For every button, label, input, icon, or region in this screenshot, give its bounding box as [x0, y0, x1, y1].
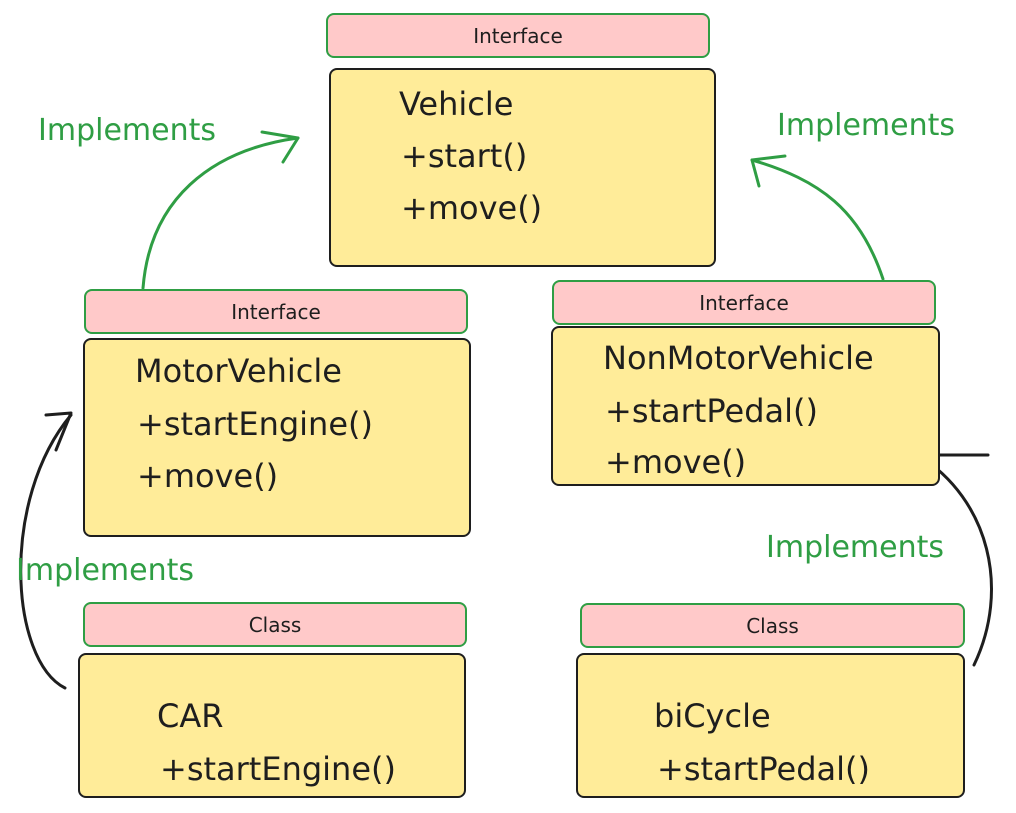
- node-name: Vehicle: [399, 85, 514, 123]
- method: +startPedal(): [657, 750, 870, 788]
- node-name: MotorVehicle: [135, 352, 342, 390]
- method: +move(): [605, 443, 747, 481]
- method: +start(): [401, 137, 528, 175]
- arrow-nonmotorvehicle-to-vehicle: [750, 158, 885, 281]
- vehicle-stereotype-header: Interface: [326, 13, 710, 58]
- edge-label-implements: Implements: [16, 553, 194, 588]
- bicycle-stereotype-header: Class: [580, 603, 965, 648]
- node-name: biCycle: [654, 697, 771, 735]
- bicycle-class-box: biCycle +startPedal(): [576, 653, 965, 798]
- arrowhead-car-to-motorvehicle: [44, 411, 73, 452]
- arrowhead-motorvehicle-to-vehicle: [260, 130, 300, 164]
- node-name: NonMotorVehicle: [603, 339, 874, 377]
- vehicle-interface-box: Vehicle +start() +move(): [329, 68, 716, 267]
- motorvehicle-stereotype-header: Interface: [84, 289, 468, 334]
- node-name: CAR: [157, 697, 224, 735]
- edge-label-implements: Implements: [777, 108, 955, 143]
- stereotype-label: Interface: [699, 290, 789, 315]
- stereotype-label: Class: [746, 613, 799, 638]
- stereotype-label: Class: [248, 612, 302, 637]
- nonmotorvehicle-stereotype-header: Interface: [552, 280, 936, 325]
- arrow-car-to-motorvehicle: [19, 413, 73, 690]
- car-class-box: CAR +startEngine(): [78, 653, 466, 798]
- nonmotorvehicle-interface-box: NonMotorVehicle +startPedal() +move(): [551, 326, 940, 486]
- arrow-motorvehicle-to-vehicle: [141, 136, 300, 290]
- method: +startEngine(): [160, 750, 396, 788]
- stereotype-label: Interface: [473, 23, 563, 48]
- method: +move(): [401, 189, 543, 227]
- edge-label-implements: Implements: [766, 530, 944, 565]
- motorvehicle-interface-box: MotorVehicle +startEngine() +move(): [83, 338, 471, 537]
- method: +startPedal(): [605, 392, 818, 430]
- arrow-bicycle-to-nonmotorvehicle: [916, 453, 993, 667]
- stereotype-label: Interface: [231, 299, 321, 324]
- arrowhead-nonmotorvehicle-to-vehicle: [750, 154, 787, 188]
- car-stereotype-header: Class: [83, 602, 467, 647]
- method: +startEngine(): [137, 405, 373, 443]
- edge-label-implements: Implements: [38, 113, 216, 148]
- method: +move(): [137, 457, 279, 495]
